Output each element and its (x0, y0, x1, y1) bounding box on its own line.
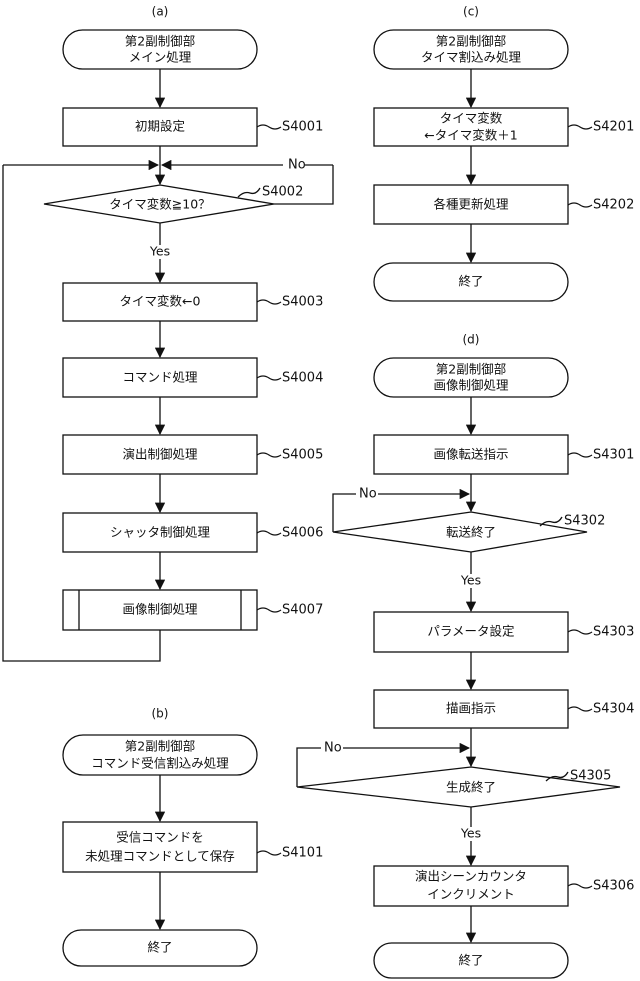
process-text-line1: 受信コマンドを (116, 830, 204, 845)
start-text-line1: 第2副制御部 (436, 362, 506, 377)
process-text: 画像転送指示 (433, 447, 508, 462)
process-text: 初期設定 (135, 119, 185, 134)
decision-text: タイマ変数≧10？ (109, 197, 210, 212)
flowchart-a: (a) 第2副制御部 メイン処理 初期設定 S4001 タイマ変数≧10？ No… (3, 5, 333, 662)
step-id-label: S4304 (593, 702, 634, 717)
flowchart-c: (c) 第2副制御部 タイマ割込み処理 タイマ変数 ←タイマ変数＋1 S4201… (374, 5, 634, 302)
start-text-line2: タイマ割込み処理 (421, 50, 522, 65)
decision-text: 転送終了 (446, 525, 496, 540)
step-id-label: S4201 (593, 120, 634, 135)
process-text: 描画指示 (446, 701, 496, 716)
decision-text: 生成終了 (446, 780, 496, 795)
step-id-label: S4306 (593, 879, 634, 894)
step-id-label: S4007 (282, 603, 323, 618)
panel-label-c: (c) (463, 5, 479, 19)
start-text-line2: コマンド受信割込み処理 (91, 756, 229, 771)
step-id-label: S4004 (282, 371, 323, 386)
process-text-line2: ←タイマ変数＋1 (424, 128, 517, 143)
no-label: No (359, 487, 377, 502)
process-text-line2: 未処理コマンドとして保存 (85, 849, 235, 864)
process-text: 演出制御処理 (122, 447, 198, 462)
end-text: 終了 (458, 274, 483, 289)
step-id-label: S4006 (282, 526, 323, 541)
step-id-label: S4302 (564, 514, 605, 529)
start-text-line1: 第2副制御部 (125, 34, 195, 49)
step-id-label: S4303 (593, 625, 634, 640)
panel-label-d: (d) (463, 333, 480, 347)
step-id-label: S4301 (593, 448, 634, 463)
process-text-line2: インクリメント (427, 887, 515, 902)
start-text-line2: メイン処理 (129, 50, 192, 65)
panel-label-b: (b) (152, 707, 169, 721)
process-text-line1: タイマ変数 (440, 111, 503, 126)
start-text-line2: 画像制御処理 (433, 378, 509, 393)
step-id-label: S4101 (282, 846, 323, 861)
step-id-label: S4001 (282, 120, 323, 135)
step-id-label: S4005 (282, 448, 323, 463)
yes-label: Yes (149, 244, 170, 259)
no-label: No (324, 741, 342, 756)
process-text: 画像制御処理 (122, 602, 198, 617)
step-id-label: S4003 (282, 295, 323, 310)
step-id-label: S4305 (570, 769, 611, 784)
process-text: シャッタ制御処理 (110, 525, 211, 540)
panel-label-a: (a) (152, 5, 169, 19)
yes-label: Yes (460, 573, 481, 588)
process-text: コマンド処理 (122, 370, 198, 385)
start-text-line1: 第2副制御部 (436, 34, 506, 49)
flowchart-b: (b) 第2副制御部 コマンド受信割込み処理 受信コマンドを 未処理コマンドとし… (63, 707, 323, 967)
process-text-line1: 演出シーンカウンタ (415, 869, 527, 884)
no-label: No (288, 158, 306, 173)
process-text: パラメータ設定 (427, 624, 514, 639)
process-text: 各種更新処理 (433, 197, 509, 212)
end-text: 終了 (458, 953, 483, 968)
yes-label: Yes (460, 826, 481, 841)
process-text: タイマ変数←0 (120, 294, 201, 309)
step-id-label: S4202 (593, 198, 634, 213)
start-text-line1: 第2副制御部 (125, 739, 195, 754)
step-id-label: S4002 (262, 185, 303, 200)
end-text: 終了 (147, 940, 172, 955)
flowchart-d: (d) 第2副制御部 画像制御処理 画像転送指示 S4301 No 転送終了 S… (297, 333, 634, 979)
